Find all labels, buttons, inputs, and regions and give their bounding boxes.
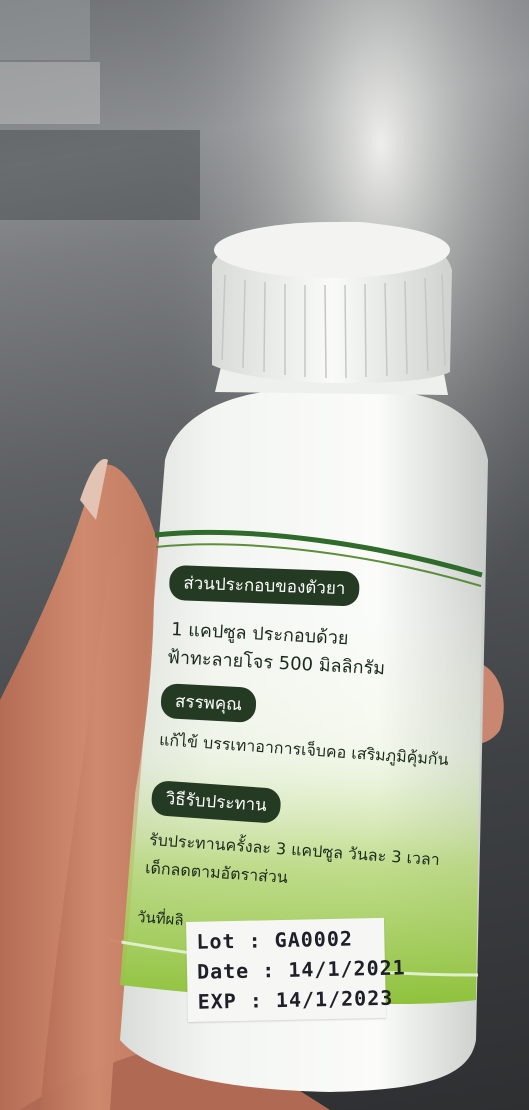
expiry-date: EXP : 14/1/2023 bbox=[197, 985, 394, 1014]
lot-sticker: Lot : GA0002 Date : 14/1/2021 EXP : 14/1… bbox=[186, 917, 406, 1022]
ingredients-heading: ส่วนประกอบของตัวยา bbox=[168, 565, 361, 607]
benefits-heading: สรรพคุณ bbox=[160, 683, 257, 723]
lot-number: Lot : GA0002 bbox=[196, 926, 354, 954]
manufacture-date: Date : 14/1/2021 bbox=[196, 955, 406, 984]
partial-text: วันที่ผลิ bbox=[136, 907, 185, 930]
